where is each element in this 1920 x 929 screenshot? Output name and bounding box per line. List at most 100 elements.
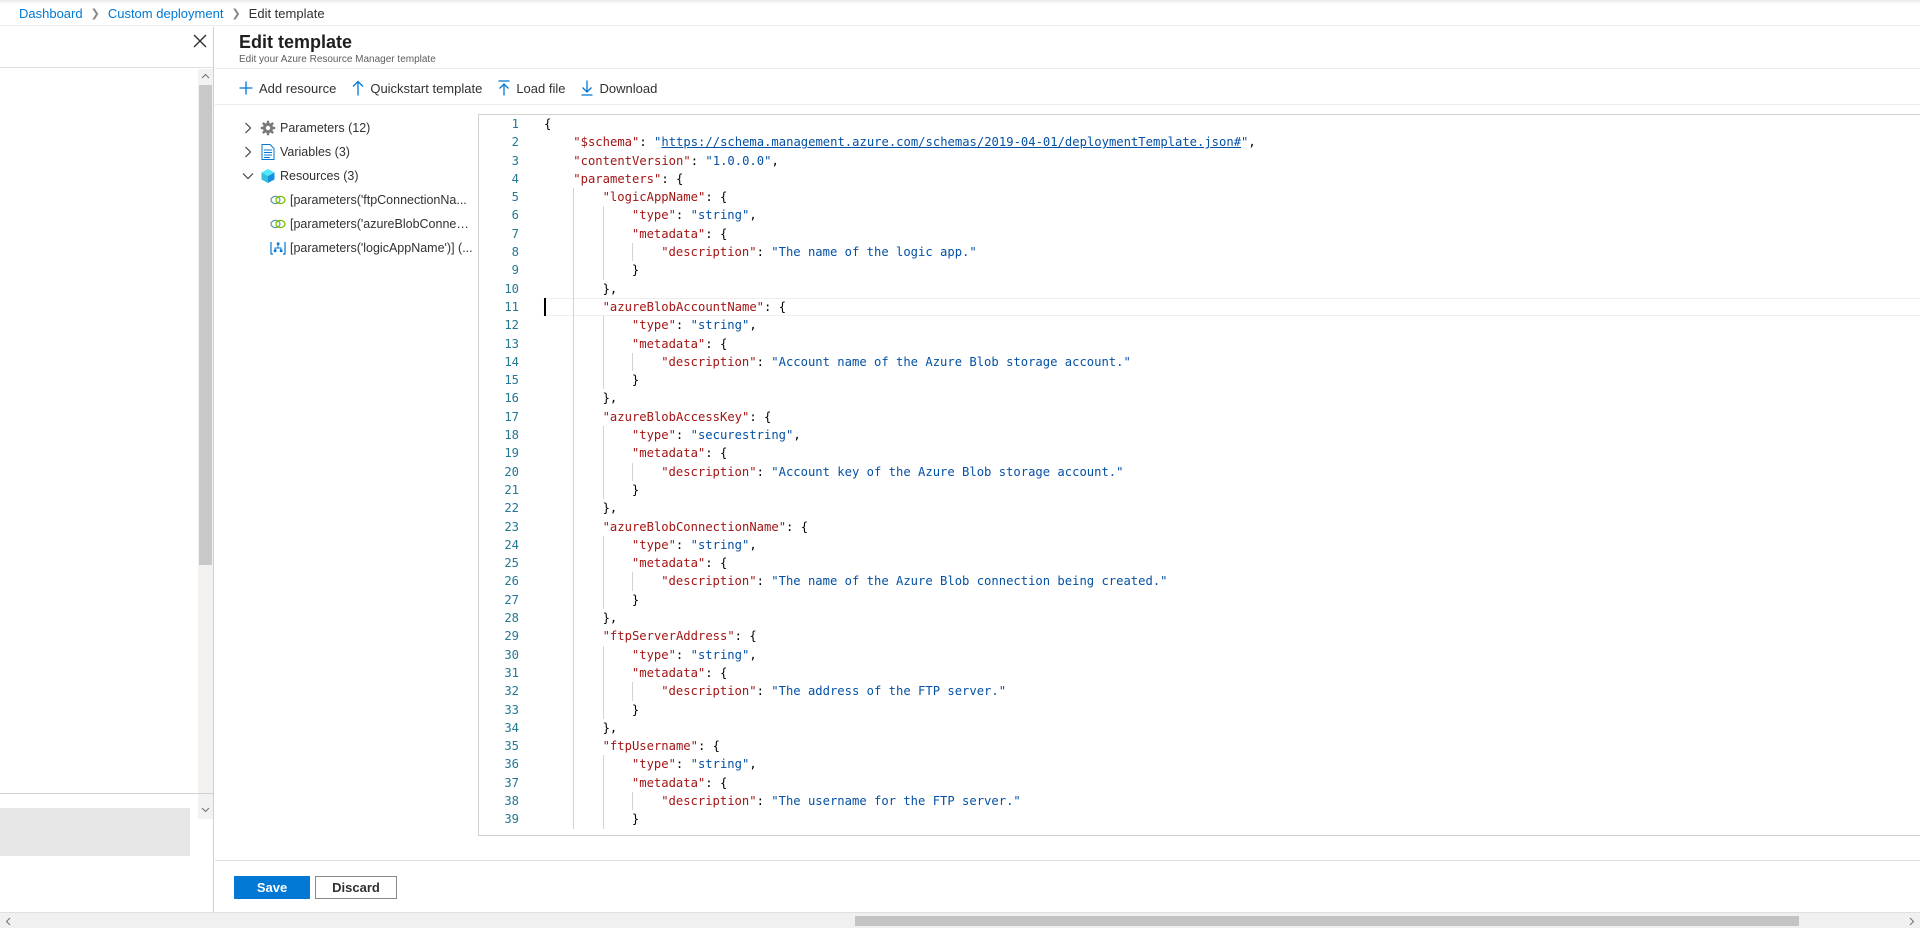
indent-guide [573, 444, 575, 463]
indent-guide [602, 224, 604, 244]
code-text: "azureBlobConnectionName": { [603, 518, 808, 536]
indent-guide [602, 755, 604, 774]
indent-guide [602, 371, 604, 390]
json-key: "metadata" [631, 226, 706, 241]
plus-icon [239, 81, 253, 95]
json-punctuation: : [675, 428, 691, 443]
chevron-right-icon: ❯ [90, 8, 100, 20]
scrollbar-thumb[interactable] [199, 85, 212, 565]
add-resource-button[interactable]: Add resource [239, 81, 336, 96]
code-line: 28}, [479, 609, 1920, 628]
indent-guide [573, 572, 575, 591]
tree-label-resource-2: [parameters('azureBlobConnecti... [290, 217, 475, 231]
code-line: 17"azureBlobAccessKey": { [479, 407, 1920, 427]
scroll-right-icon[interactable] [1904, 913, 1920, 929]
json-punctuation: , [749, 208, 757, 223]
download-button[interactable]: Download [581, 80, 657, 96]
code-text: "metadata": { [632, 225, 727, 243]
code-line: 29"ftpServerAddress": { [479, 627, 1920, 646]
chevron-down-icon[interactable] [240, 168, 256, 184]
code-text: "description": "The name of the Azure Bl… [661, 572, 1167, 590]
tree-node-parameters[interactable]: Parameters (12) [240, 116, 475, 140]
tree-label-resource-3: [parameters('logicAppName')] (... [290, 241, 473, 255]
line-number: 7 [511, 226, 519, 241]
line-number: 11 [504, 299, 519, 314]
load-file-label: Load file [516, 80, 566, 96]
indent-guide [573, 316, 575, 335]
scroll-down-icon[interactable] [198, 803, 213, 817]
json-punctuation: : [756, 684, 772, 699]
save-button[interactable]: Save [234, 876, 310, 899]
page-subtitle: Edit your Azure Resource Manager templat… [239, 54, 436, 65]
line-number: 37 [504, 775, 519, 790]
breadcrumb-edit-template: Edit template [248, 6, 325, 21]
code-text: "parameters": { [573, 170, 683, 188]
json-punctuation: , [749, 757, 757, 772]
discard-button[interactable]: Discard [315, 876, 397, 899]
indent-guide [602, 700, 604, 719]
left-divider [0, 67, 213, 68]
tree-node-resources[interactable]: Resources (3) [240, 164, 475, 188]
indent-guide [602, 663, 604, 683]
quickstart-template-button[interactable]: Quickstart template [352, 80, 482, 96]
load-file-button[interactable]: Load file [498, 80, 565, 96]
toolbar: Add resource Quickstart template Load fi… [239, 78, 673, 98]
code-line: 6"type": "string", [479, 206, 1920, 225]
code-text: } [632, 591, 639, 609]
json-url-link[interactable]: https://schema.management.azure.com/sche… [661, 135, 1242, 150]
code-text: }, [603, 609, 618, 627]
json-key: "type" [631, 537, 676, 552]
indent-guide [602, 554, 604, 573]
tree-node-variables[interactable]: Variables (3) [240, 140, 475, 164]
indent-guide [573, 791, 575, 811]
chevron-right-icon[interactable] [240, 144, 256, 160]
json-key: "type" [631, 318, 676, 333]
json-punctuation: : { [697, 739, 720, 754]
horizontal-scrollbar-thumb[interactable] [855, 916, 1799, 926]
code-text: "metadata": { [632, 774, 727, 792]
code-line: 35"ftpUsername": { [479, 737, 1920, 756]
indent-guide [602, 572, 604, 591]
tree-label-resource-1: [parameters('ftpConnectionNa... [290, 193, 467, 207]
json-punctuation: : { [705, 556, 728, 571]
tree-node-resource-ftp-connection[interactable]: [parameters('ftpConnectionNa... [240, 188, 475, 212]
json-string: "string" [690, 647, 750, 662]
top-bar: Dashboard ❯ Custom deployment ❯ Edit tem… [0, 0, 1920, 26]
json-key: "ftpServerAddress" [602, 629, 735, 644]
tree-node-resource-blob-connection[interactable]: [parameters('azureBlobConnecti... [240, 212, 475, 236]
scroll-up-icon[interactable] [198, 69, 213, 83]
line-number: 8 [511, 245, 519, 260]
json-punctuation: : [756, 245, 772, 260]
breadcrumb-dashboard[interactable]: Dashboard [19, 6, 83, 21]
json-punctuation: : { [734, 629, 757, 644]
json-string: "The name of the logic app." [771, 245, 977, 260]
code-line: 33} [479, 700, 1920, 719]
breadcrumb-custom-deployment[interactable]: Custom deployment [107, 6, 224, 21]
chevron-right-icon[interactable] [240, 120, 256, 136]
horizontal-scrollbar[interactable] [0, 912, 1920, 928]
close-icon[interactable] [190, 31, 210, 51]
json-string: "string" [690, 208, 750, 223]
json-key: "type" [631, 428, 676, 443]
indent-guide [602, 243, 604, 262]
code-editor[interactable]: 1{2"$schema": "https://schema.management… [478, 114, 1920, 836]
indent-guide [573, 243, 575, 262]
template-outline-tree: Parameters (12) Variables (3) Resources … [240, 116, 475, 260]
indent-guide [573, 554, 575, 573]
code-text: "$schema": "https://schema.management.az… [573, 133, 1255, 151]
json-key: "description" [661, 684, 757, 699]
line-number: 36 [504, 757, 519, 772]
left-vertical-scrollbar[interactable] [198, 69, 213, 819]
code-line: 25"metadata": { [479, 554, 1920, 573]
breadcrumb: Dashboard ❯ Custom deployment ❯ Edit tem… [19, 6, 325, 21]
scroll-left-icon[interactable] [0, 913, 16, 929]
current-line-highlight [543, 297, 1920, 317]
code-line: 15} [479, 371, 1920, 390]
json-punctuation: , [793, 428, 801, 443]
indent-guide [573, 609, 575, 628]
tree-node-resource-logic-app[interactable]: [parameters('logicAppName')] (... [240, 236, 475, 260]
indent-guide [631, 572, 633, 591]
json-punctuation: , [771, 153, 779, 168]
indent-guide [573, 279, 575, 298]
line-number: 12 [504, 318, 519, 333]
